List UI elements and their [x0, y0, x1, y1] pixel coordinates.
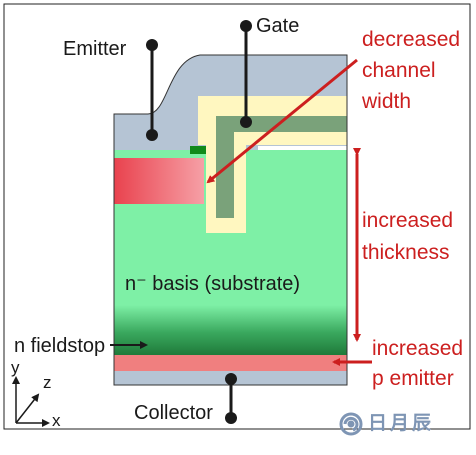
- n-emitter-region: [114, 158, 204, 204]
- gate-terminal-dot-bottom: [240, 116, 252, 128]
- thickness-label: thickness: [362, 241, 450, 264]
- watermark-text: 日月辰: [368, 412, 435, 434]
- gate-terminal-dot-top: [240, 20, 252, 32]
- n-fieldstop-label: n fieldstop: [14, 335, 106, 357]
- p-body-contact: [190, 146, 208, 154]
- swirl-logo-icon: [339, 412, 363, 436]
- axis-y-label: y: [11, 358, 20, 377]
- collector-terminal-dot-bottom: [225, 412, 237, 424]
- channel-width-arrow: [206, 58, 358, 184]
- axis-triad: [12, 376, 50, 427]
- increased-label: increased: [362, 209, 454, 232]
- gate-polysilicon: [216, 116, 347, 218]
- axis-x-label: x: [52, 411, 61, 430]
- width-label: width: [362, 90, 412, 113]
- gate-label: Gate: [256, 15, 300, 37]
- increased-p-label: increased: [372, 337, 464, 360]
- channel-label: channel: [362, 59, 436, 82]
- figure-frame: [3, 3, 471, 430]
- emitter-terminal-dot-bottom: [146, 129, 158, 141]
- axis-z-label: z: [43, 373, 52, 392]
- n-basis-label: n⁻ basis (substrate): [125, 273, 301, 295]
- emitter-label: Emitter: [63, 38, 127, 60]
- collector-terminal-dot-top: [225, 373, 237, 385]
- p-emitter-layer: [114, 355, 347, 371]
- emitter-terminal-dot-top: [146, 39, 158, 51]
- n-fieldstop-layer: [114, 305, 347, 355]
- decreased-label: decreased: [362, 28, 461, 51]
- collector-label: Collector: [134, 402, 213, 424]
- p-emitter-label: p emitter: [372, 367, 454, 390]
